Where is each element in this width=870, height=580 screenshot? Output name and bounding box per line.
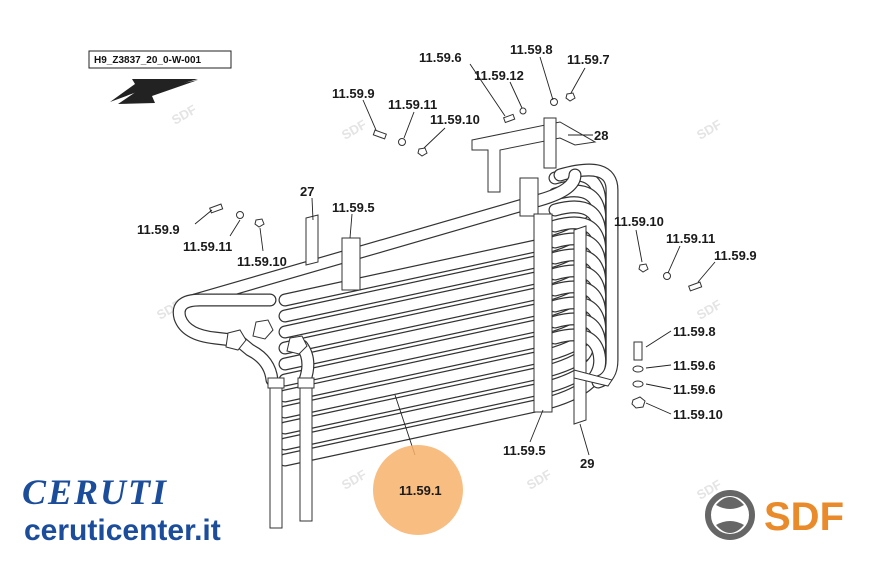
callout-11-59-10: 11.59.10 (673, 407, 723, 422)
ceruti-logo-text: CERUTI (22, 472, 168, 512)
callout-11-59-9: 11.59.9 (332, 86, 375, 101)
callout-11-59-6: 11.59.6 (673, 382, 716, 397)
watermark: SDF (339, 117, 369, 143)
direction-arrow-icon (110, 79, 198, 104)
callout-28: 28 (594, 128, 608, 143)
callout-11-59-10: 11.59.10 (614, 214, 664, 229)
watermark: SDF (694, 297, 724, 323)
coil-top-tube-highlight (189, 169, 581, 306)
sdf-logo-icon (705, 490, 755, 540)
drawing-reference-text: H9_Z3837_20_0-W-001 (94, 55, 202, 66)
callout-11-59-11: 11.59.11 (183, 239, 232, 254)
watermark: SDF (339, 467, 369, 493)
callout-11-59-8: 11.59.8 (673, 324, 716, 339)
drawing-reference: H9_Z3837_20_0-W-001 (88, 50, 232, 69)
callout-11-59-6: 11.59.6 (419, 50, 462, 65)
callout-11-59-7: 11.59.7 (567, 52, 610, 67)
callout-labels: 11.59.6 11.59.8 11.59.7 11.59.12 11.59.9… (137, 42, 757, 498)
fasteners (209, 92, 703, 409)
bracket-29 (573, 225, 613, 425)
support-plates (341, 177, 553, 413)
callout-11-59-10: 11.59.10 (430, 112, 480, 127)
watermark: SDF (169, 102, 199, 128)
callout-11-59-5: 11.59.5 (503, 443, 546, 458)
ceruti-logo: CERUTI ceruticenter.it (22, 472, 221, 547)
ceruti-url: ceruticenter.it (24, 514, 221, 547)
callout-11-59-6: 11.59.6 (673, 358, 716, 373)
sdf-logo-text: SDF (764, 495, 844, 539)
callout-11-59-8: 11.59.8 (510, 42, 553, 57)
callout-11-59-11: 11.59.11 (388, 97, 437, 112)
callout-11-59-10: 11.59.10 (237, 254, 287, 269)
callout-27: 27 (300, 184, 314, 199)
callout-11-59-1: 11.59.1 (399, 483, 442, 498)
highlight-marker (373, 445, 463, 535)
callout-11-59-9: 11.59.9 (137, 222, 180, 237)
watermark: SDF (524, 467, 554, 493)
callout-11-59-11: 11.59.11 (666, 231, 715, 246)
sdf-logo: SDF (705, 490, 844, 540)
bracket-27 (305, 214, 319, 266)
leader-lines (194, 56, 716, 456)
callout-11-59-5: 11.59.5 (332, 200, 375, 215)
callout-29: 29 (580, 456, 594, 471)
watermark: SDF (694, 117, 724, 143)
inlet-pipes (172, 293, 315, 529)
bracket-28 (471, 117, 597, 193)
callout-11-59-9: 11.59.9 (714, 248, 757, 263)
callout-11-59-12: 11.59.12 (474, 68, 524, 83)
coil-return-bend-highlight (554, 164, 618, 388)
